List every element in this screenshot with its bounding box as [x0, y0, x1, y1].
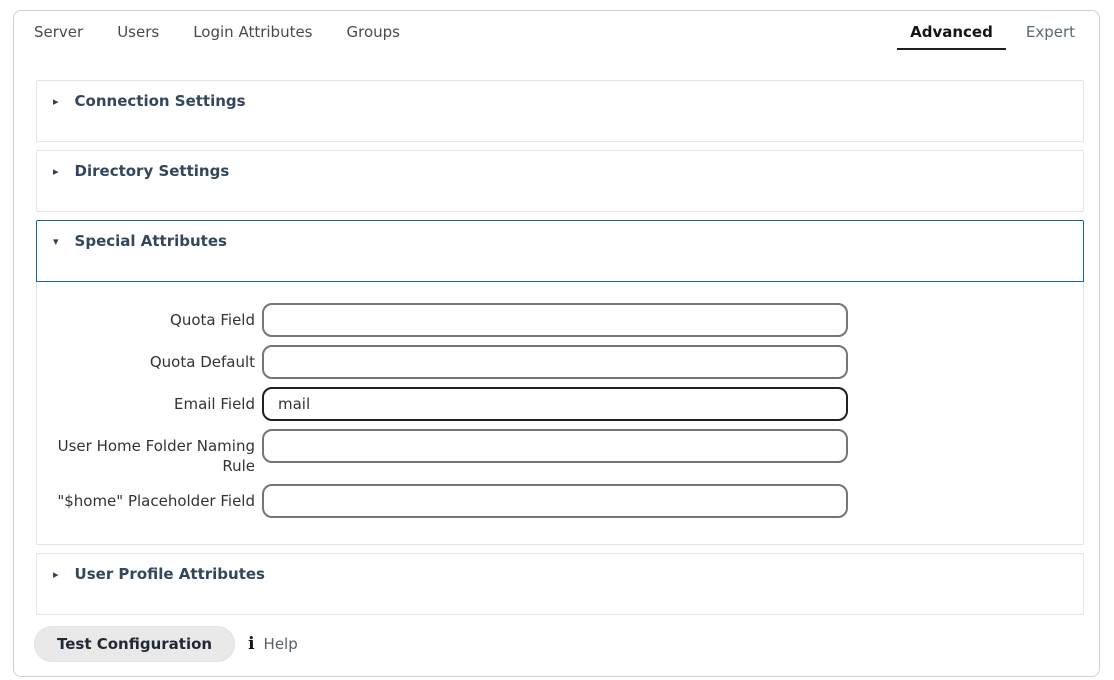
settings-sections: ▸ Connection Settings ▸ Directory Settin… — [36, 80, 1084, 615]
form-row-home-folder-naming-rule: User Home Folder Naming Rule — [37, 429, 1083, 476]
tab-group-left: Server Users Login Attributes Groups — [32, 23, 402, 50]
quota-field-label: Quota Field — [170, 311, 255, 329]
help-link[interactable]: i Help — [248, 635, 298, 653]
caret-right-icon: ▸ — [53, 95, 59, 108]
home-folder-naming-rule-label: User Home Folder Naming Rule — [57, 437, 255, 475]
form-row-quota-default: Quota Default — [37, 345, 1083, 379]
form-row-email-field: Email Field — [37, 387, 1083, 421]
form-row-quota-field: Quota Field — [37, 303, 1083, 337]
caret-down-icon: ▾ — [53, 235, 59, 248]
tab-server[interactable]: Server — [34, 23, 84, 41]
section-header-special-attributes[interactable]: ▾ Special Attributes — [36, 220, 1084, 282]
footer-bar: Test Configuration i Help — [34, 626, 1084, 662]
tab-group-right: Advanced Expert — [897, 23, 1077, 50]
caret-right-icon: ▸ — [53, 568, 59, 581]
section-directory-settings: ▸ Directory Settings — [36, 150, 1084, 212]
email-field-input[interactable] — [262, 387, 848, 421]
tab-users[interactable]: Users — [117, 23, 160, 41]
home-placeholder-field-input[interactable] — [262, 484, 848, 518]
section-user-profile-attributes: ▸ User Profile Attributes — [36, 553, 1084, 615]
section-connection-settings: ▸ Connection Settings — [36, 80, 1084, 142]
caret-right-icon: ▸ — [53, 165, 59, 178]
section-header-directory-settings[interactable]: ▸ Directory Settings — [37, 151, 1083, 211]
form-row-home-placeholder-field: "$home" Placeholder Field — [37, 484, 1083, 518]
home-folder-naming-rule-input[interactable] — [262, 429, 848, 463]
test-configuration-button[interactable]: Test Configuration — [34, 626, 236, 662]
email-field-label: Email Field — [173, 395, 255, 413]
quota-default-label: Quota Default — [149, 353, 255, 371]
section-title: Special Attributes — [74, 232, 227, 250]
ldap-settings-panel: Server Users Login Attributes Groups Adv… — [13, 10, 1100, 677]
info-icon: i — [248, 633, 255, 654]
tab-bar: Server Users Login Attributes Groups Adv… — [14, 11, 1099, 50]
section-title: Connection Settings — [74, 92, 246, 110]
quota-field-input[interactable] — [262, 303, 848, 337]
help-label: Help — [263, 635, 298, 653]
tab-login-attributes[interactable]: Login Attributes — [193, 23, 313, 41]
section-title: User Profile Attributes — [74, 565, 265, 583]
section-title: Directory Settings — [74, 162, 230, 180]
tab-advanced[interactable]: Advanced — [897, 23, 1006, 50]
section-header-user-profile-attributes[interactable]: ▸ User Profile Attributes — [37, 554, 1083, 614]
section-special-attributes: ▾ Special Attributes Quota Field Quota D… — [36, 220, 1084, 545]
section-header-connection-settings[interactable]: ▸ Connection Settings — [37, 81, 1083, 141]
quota-default-input[interactable] — [262, 345, 848, 379]
home-placeholder-field-label: "$home" Placeholder Field — [57, 492, 255, 510]
special-attributes-form: Quota Field Quota Default Email Field Us… — [37, 282, 1083, 544]
tab-groups[interactable]: Groups — [346, 23, 400, 41]
tab-expert[interactable]: Expert — [1025, 23, 1075, 41]
